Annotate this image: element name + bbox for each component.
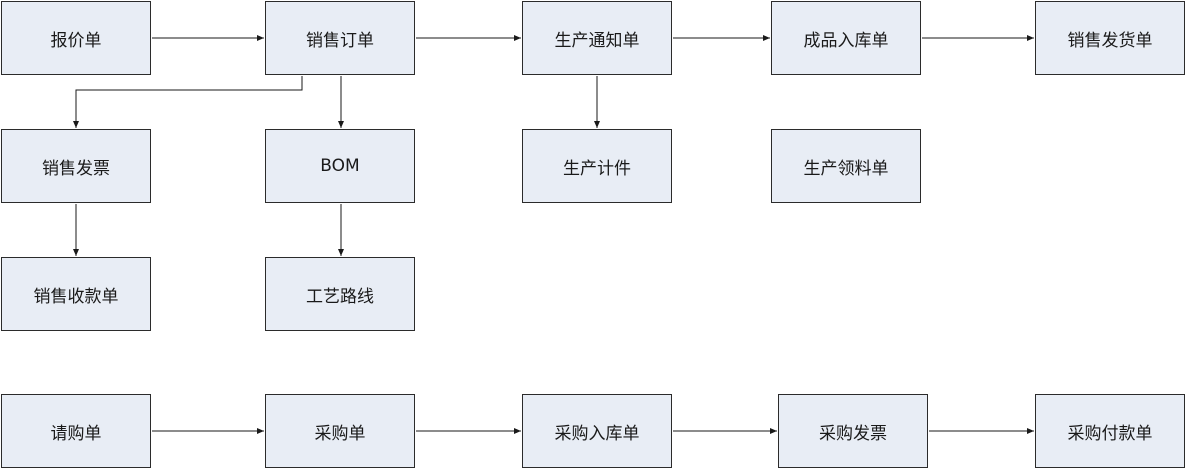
arrow-sales-order-to-sales-invoice	[73, 76, 303, 128]
node-production-piecework[interactable]: 生产计件	[522, 129, 672, 203]
node-purchase-order[interactable]: 采购单	[265, 394, 415, 468]
node-sales-order[interactable]: 销售订单	[265, 1, 415, 75]
node-quotation[interactable]: 报价单	[1, 1, 151, 75]
node-process-route[interactable]: 工艺路线	[265, 257, 415, 331]
node-production-notice[interactable]: 生产通知单	[522, 1, 672, 75]
node-sales-receipt[interactable]: 销售收款单	[1, 257, 151, 331]
node-purchase-payment[interactable]: 采购付款单	[1035, 394, 1185, 468]
node-sales-delivery[interactable]: 销售发货单	[1035, 1, 1185, 75]
node-production-material-requisition[interactable]: 生产领料单	[771, 129, 921, 203]
node-purchase-receipt[interactable]: 采购入库单	[522, 394, 672, 468]
node-bom[interactable]: BOM	[265, 129, 415, 203]
node-purchase-invoice[interactable]: 采购发票	[778, 394, 928, 468]
node-finished-goods-receipt[interactable]: 成品入库单	[771, 1, 921, 75]
node-sales-invoice[interactable]: 销售发票	[1, 129, 151, 203]
node-purchase-request[interactable]: 请购单	[1, 394, 151, 468]
